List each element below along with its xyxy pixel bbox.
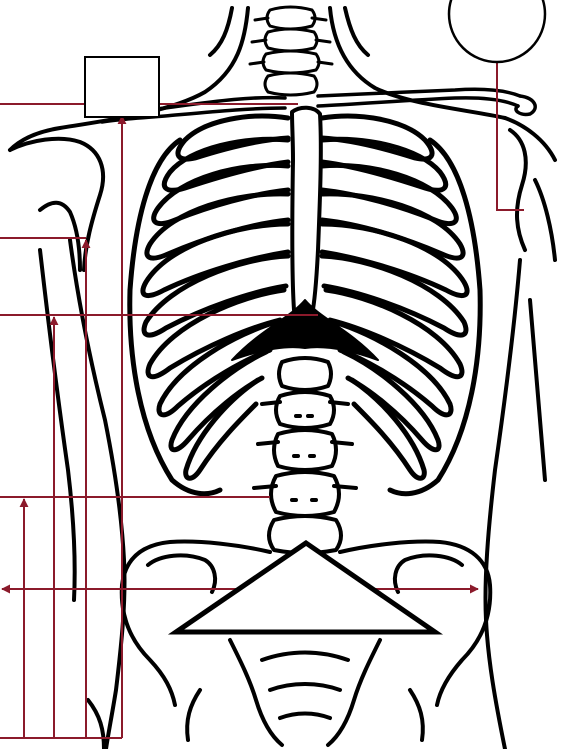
right-arm-outline <box>485 118 555 749</box>
sternum <box>292 108 321 316</box>
left-arm-outline <box>10 139 125 749</box>
lumbar-spine <box>254 358 356 553</box>
cervical-spine <box>250 7 332 95</box>
ribs-left <box>130 116 288 494</box>
label-circle[interactable] <box>449 0 545 62</box>
clavicles <box>100 89 535 122</box>
label-rectangle[interactable] <box>85 57 159 117</box>
skeleton <box>10 7 555 749</box>
ribs-right <box>322 116 480 494</box>
